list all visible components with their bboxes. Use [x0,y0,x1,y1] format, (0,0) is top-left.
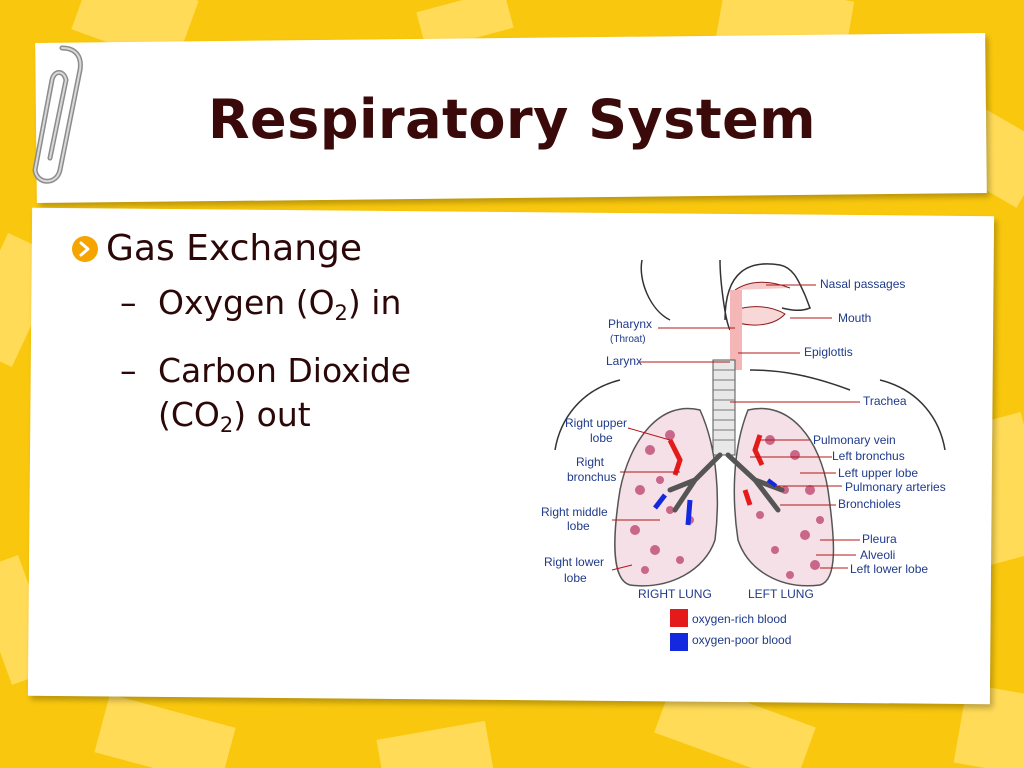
sub-bullet-carbon-dioxide: – Carbon Dioxide(CO2) out [120,351,412,437]
paperclip-icon [32,45,83,184]
label-bronchioles: Bronchioles [838,497,901,511]
pharynx-shape [730,290,742,370]
label-right-bronchus-1: Right [576,455,605,469]
right-blue-vessel-lower [685,499,693,526]
legend-poor-swatch [670,633,688,651]
mouth-shape [734,306,786,326]
label-throat: (Throat) [610,334,646,345]
bullet-list: Gas Exchange – Oxygen (O2) in – Carbon D… [72,228,411,447]
legend-rich-swatch [670,609,688,627]
arrow-bullet-icon [72,235,98,262]
label-left-upper-lobe: Left upper lobe [838,466,918,480]
bullet-text: Gas Exchange [106,228,363,269]
label-pulmonary-vein: Pulmonary vein [813,433,896,447]
label-left-bronchus: Left bronchus [832,449,905,463]
left-red-vessel-lower [742,489,753,506]
label-right-middle-lobe-2: lobe [567,519,590,533]
label-right-upper-lobe-1: Right upper [565,416,627,430]
left-lung-shape [733,407,835,587]
trachea-shape [712,359,736,456]
label-right-bronchus-2: bronchus [567,470,616,484]
body-outline [554,259,946,451]
label-left-lower-lobe: Left lower lobe [850,562,928,576]
left-blue-vessel [766,478,778,488]
label-pulmonary-arteries: Pulmonary arteries [845,480,946,494]
leader-lines [611,284,860,571]
label-right-lower-lobe-2: lobe [564,571,587,585]
slide-title: Respiratory System [207,88,817,151]
legend-rich-label: oxygen-rich blood [692,612,787,626]
label-mouth: Mouth [838,311,871,325]
label-right-lung: RIGHT LUNG [638,587,712,601]
respiratory-diagram: Nasal passages Mouth Pharynx (Throat) La… [541,259,946,651]
right-blue-vessel [653,493,667,510]
head-outline [724,263,811,321]
label-pleura: Pleura [862,532,897,546]
label-right-upper-lobe-2: lobe [590,431,613,445]
legend-poor-label: oxygen-poor blood [692,633,791,647]
label-larynx: Larynx [606,354,642,368]
left-red-vessel [752,434,765,467]
label-nasal-passages: Nasal passages [820,277,905,291]
bronchi-shape [667,452,785,513]
label-pharynx: Pharynx [608,317,652,331]
label-left-lung: LEFT LUNG [748,587,814,601]
label-right-lower-lobe-1: Right lower [544,555,604,569]
sub-bullet-oxygen: – Oxygen (O2) in [120,283,402,325]
nasal-cavity [734,281,791,291]
right-red-vessel [667,438,683,476]
bullet-gas-exchange: Gas Exchange [72,228,411,269]
label-epiglottis: Epiglottis [804,345,853,359]
label-right-middle-lobe-1: Right middle [541,505,608,519]
label-trachea: Trachea [863,394,907,408]
label-alveoli: Alveoli [860,548,895,562]
